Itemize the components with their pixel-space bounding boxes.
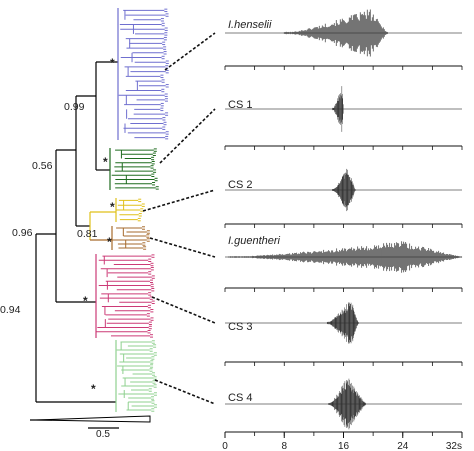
oscillogram-1 [225, 86, 462, 132]
star-cs3: * [83, 294, 88, 308]
time-axis-tick-label: 0 [222, 441, 228, 451]
oscillogram-label-cs3: CS 3 [228, 321, 252, 333]
time-axis-tick-label: 24 [397, 441, 409, 451]
connector-4 [151, 296, 216, 324]
clade-guentheri [111, 226, 150, 250]
oscillogram-2 [225, 168, 462, 212]
oscillogram-label-cs2: CS 2 [228, 179, 252, 191]
time-axis-tick-label: 32s [446, 441, 462, 451]
oscillogram-label-henselii: I.henselii [228, 19, 272, 31]
oscillogram-label-cs4: CS 4 [228, 392, 252, 404]
oscillogram-4 [225, 302, 462, 344]
connector-5 [154, 379, 216, 405]
time-axis: 0 8 16 24 32s [222, 431, 463, 451]
row-separator-4 [224, 361, 463, 366]
time-axis-tick-label: 16 [338, 441, 350, 451]
oscillogram-0 [225, 9, 462, 57]
clade-henselii [117, 8, 169, 140]
scale-bar-label: 0.5 [96, 429, 110, 440]
connector-0 [164, 32, 216, 71]
support-label-upper-clade: 0.56 [32, 160, 53, 172]
star-henselii: * [110, 56, 115, 70]
oscillogram-label-cs1: CS 1 [228, 99, 252, 111]
support-label-root: 0.94 [0, 304, 21, 316]
clade-connectors [142, 32, 216, 405]
support-label-henselii-cs1: 0.99 [64, 101, 85, 113]
clade-cs1 [109, 148, 159, 190]
connector-1 [159, 108, 216, 164]
star-guentheri: * [107, 235, 112, 249]
row-separator-0 [224, 65, 463, 70]
support-label-main-clade: 0.96 [12, 227, 33, 239]
row-separator-3 [224, 287, 463, 292]
clade-cs3 [95, 254, 155, 338]
clade-cs2 [115, 198, 145, 222]
support-label-cs2-guentheri: 0.81 [77, 228, 98, 240]
clade-cs4 [115, 340, 157, 412]
connector-2 [142, 189, 216, 212]
row-separator-1 [224, 145, 463, 150]
oscillogram-label-guentheri: I.guentheri [228, 235, 281, 247]
connector-3 [149, 237, 216, 258]
oscillogram-3 [225, 241, 463, 273]
star-cs4: * [91, 382, 96, 396]
row-separator-2 [224, 223, 463, 228]
star-cs2: * [110, 200, 115, 214]
oscillogram-panel [224, 9, 463, 430]
star-cs1: * [103, 155, 108, 169]
phylogenetic-tree [30, 8, 169, 429]
time-axis-tick-label: 8 [281, 441, 287, 451]
oscillogram-5 [225, 378, 462, 430]
outgroup-wedge [35, 415, 151, 423]
